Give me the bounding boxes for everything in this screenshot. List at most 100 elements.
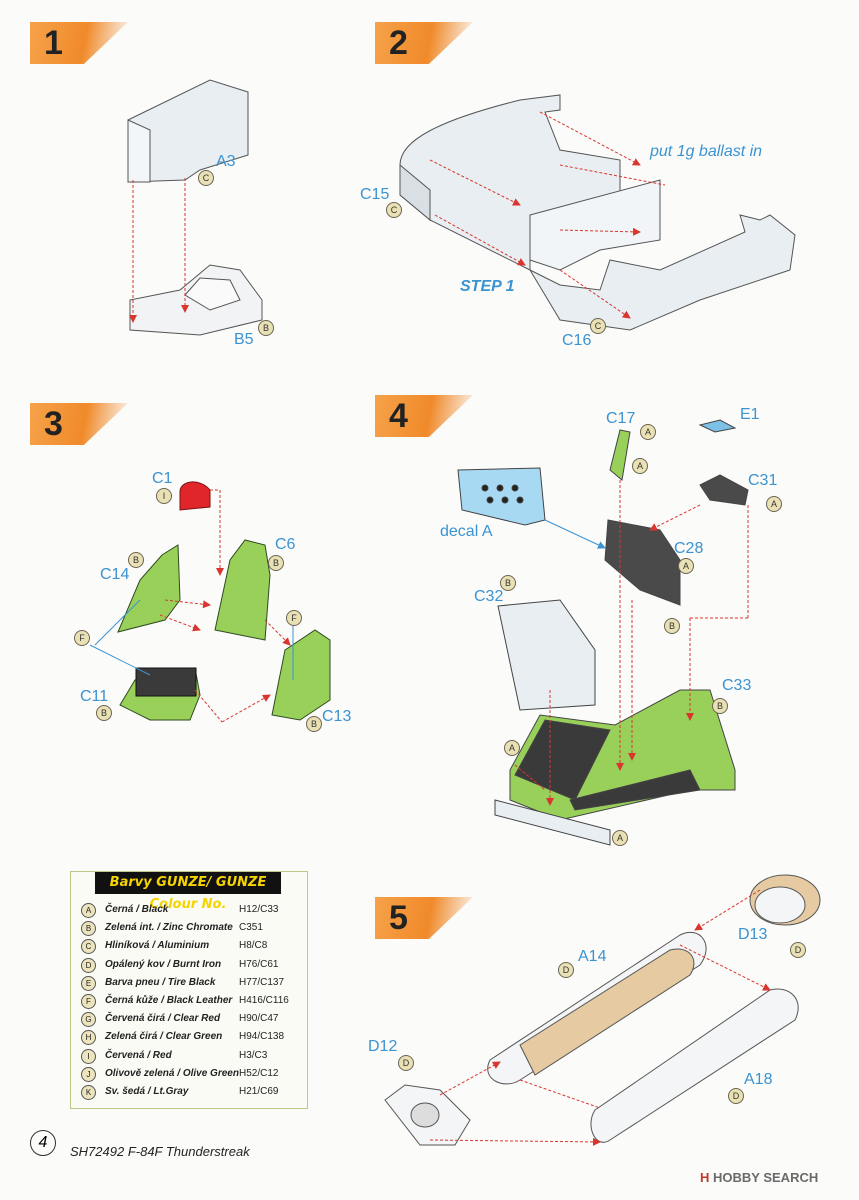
legend-row: D Opálený kov / Burnt Iron H76/C61 — [81, 957, 305, 975]
color-code-badge: D — [790, 942, 806, 958]
part-label-c11: C11 — [80, 688, 109, 705]
step3-blue-leaders — [89, 599, 294, 680]
legend-gunze-code: H76/C61 — [239, 958, 279, 970]
color-code-badge: C — [590, 318, 606, 334]
part-label-c31: C31 — [748, 472, 778, 489]
color-code-badge: C — [81, 939, 96, 955]
step2-arrows — [429, 111, 666, 319]
color-code-badge: A — [504, 740, 520, 756]
color-code-badge: A — [612, 830, 628, 846]
legend-colour-name: Opálený kov / Burnt Iron — [105, 958, 222, 970]
part-label-e1: E1 — [740, 406, 760, 423]
color-code-badge: A — [81, 903, 96, 918]
legend-gunze-code: H12/C33 — [239, 904, 279, 915]
part-label-c14: C14 — [100, 566, 130, 583]
part-label-c15: C15 — [360, 186, 390, 203]
color-code-badge: E — [81, 975, 96, 991]
kit-title: SH72492 F-84F Thunderstreak — [70, 1144, 250, 1159]
step-number: 1 — [44, 24, 63, 62]
step-1-flag: 1 — [30, 22, 128, 64]
decal-label: decal A — [440, 523, 493, 540]
step5-arrows — [429, 889, 771, 1146]
part-label-c13: C13 — [322, 708, 352, 725]
color-code-badge: A — [766, 496, 782, 512]
color-code-badge: G — [81, 1012, 96, 1028]
color-code-badge: B — [712, 698, 728, 714]
color-code-badge: D — [81, 957, 96, 973]
color-code-badge: F — [286, 610, 302, 626]
page-footer: 4 SH72492 F-84F Thunderstreak — [30, 1130, 350, 1160]
part-label-b5: B5 — [234, 331, 254, 348]
part-label-a3: A3 — [216, 153, 236, 170]
color-code-badge: B — [500, 575, 516, 591]
legend-row: A Černá / Black H12/C33 — [81, 902, 305, 920]
color-code-badge: C — [386, 202, 402, 218]
legend-gunze-code: C351 — [239, 922, 263, 934]
step3-parts — [117, 481, 331, 721]
step-reference: STEP 1 — [460, 278, 515, 295]
color-code-badge: B — [664, 618, 680, 634]
page-number: 4 — [30, 1130, 56, 1156]
legend-row: C Hliníková / Aluminium H8/C8 — [81, 938, 305, 956]
step-number: 2 — [389, 24, 408, 62]
color-code-badge: B — [306, 716, 322, 732]
legend-colour-name: Červená čirá / Clear Red — [105, 1013, 221, 1025]
color-code-badge: I — [156, 488, 172, 504]
legend-gunze-code: H77/C137 — [239, 976, 285, 988]
legend-colour-name: Černá kůže / Black Leather — [105, 995, 233, 1006]
step-4-flag: 4 — [375, 395, 473, 437]
step-number: 3 — [44, 405, 63, 443]
legend-row: E Barva pneu / Tire Black H77/C137 — [81, 975, 305, 993]
step5-parts — [384, 874, 821, 1146]
watermark-logo: H — [700, 1170, 710, 1185]
legend-colour-name: Barva pneu / Tire Black — [105, 976, 216, 988]
legend-colour-name: Sv. šedá / Lt.Gray — [105, 1086, 189, 1097]
color-code-badge: B — [268, 555, 284, 571]
color-code-badge: A — [632, 458, 648, 474]
legend-colour-name: Olivově zelená / Olive Green — [105, 1067, 239, 1079]
part-label-c32: C32 — [474, 588, 504, 605]
part-label-d12: D12 — [368, 1038, 398, 1055]
part-label-c17: C17 — [606, 410, 636, 427]
color-code-badge: B — [128, 552, 144, 568]
decal-leader — [544, 519, 606, 549]
step4-parts — [457, 419, 749, 846]
step-5-flag: 5 — [375, 897, 473, 939]
color-code-badge: B — [81, 921, 96, 937]
color-code-badge: I — [81, 1048, 96, 1064]
legend-colour-name: Hliníková / Aluminium — [105, 940, 210, 952]
part-label-c6: C6 — [275, 536, 296, 553]
step-2-flag: 2 — [375, 22, 473, 64]
step3-arrows — [159, 489, 291, 723]
color-code-badge: H — [81, 1030, 96, 1046]
legend-colour-name: Černá / Black — [105, 904, 169, 915]
legend-gunze-code: H8/C8 — [239, 940, 268, 952]
step4-arrows — [514, 480, 749, 806]
color-code-badge: B — [258, 320, 274, 336]
watermark: H HOBBY SEARCH — [700, 1170, 818, 1185]
color-code-badge: F — [81, 994, 96, 1009]
legend-gunze-code: H52/C12 — [239, 1067, 279, 1079]
part-label-c1: C1 — [152, 470, 173, 487]
legend-gunze-code: H21/C69 — [239, 1086, 279, 1097]
legend-gunze-code: H94/C138 — [239, 1031, 285, 1043]
watermark-text: HOBBY SEARCH — [713, 1170, 819, 1185]
color-code-badge: D — [558, 962, 574, 978]
step-3-flag: 3 — [30, 403, 128, 445]
legend-gunze-code: H3/C3 — [239, 1049, 268, 1061]
part-label-a18: A18 — [744, 1071, 773, 1088]
legend-colour-name: Zelená int. / Zinc Chromate — [105, 922, 233, 934]
part-label-a14: A14 — [578, 948, 607, 965]
part-label-c16: C16 — [562, 332, 592, 349]
part-label-c28: C28 — [674, 540, 704, 557]
color-code-badge: A — [678, 558, 694, 574]
step1-parts — [127, 79, 263, 336]
